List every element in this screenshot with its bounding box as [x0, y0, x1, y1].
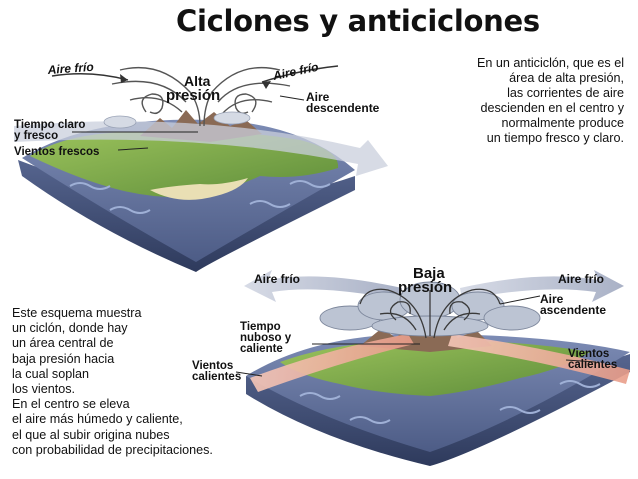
label-weather-2: y fresco	[14, 130, 58, 142]
label-cold-air-right: Aire frío	[558, 272, 604, 286]
descending-leader-line	[280, 96, 304, 100]
label-ascending-2: ascendente	[540, 303, 606, 317]
label-cold-air-right: Aire frío	[271, 60, 320, 83]
label-high-pressure-2: presión	[166, 87, 220, 104]
label-descending-2: descendente	[306, 101, 380, 115]
cyclone-diagram: Aire frío Aire frío Baja presión Aire as…	[192, 265, 630, 466]
label-winds: Vientos frescos	[14, 146, 99, 158]
label-cold-air-left: Aire frío	[254, 272, 300, 286]
label-warm-winds-left-2: calientes	[192, 371, 241, 383]
ascending-leader-line	[500, 296, 540, 304]
anticyclone-diagram: Aire frío Aire frío Alta presión Aire de…	[14, 60, 388, 272]
label-weather-3: caliente	[240, 343, 283, 355]
label-warm-winds-right-2: calientes	[568, 359, 617, 371]
label-low-pressure-2: presión	[398, 279, 452, 296]
cold-air-arrow-right-head	[262, 81, 271, 89]
